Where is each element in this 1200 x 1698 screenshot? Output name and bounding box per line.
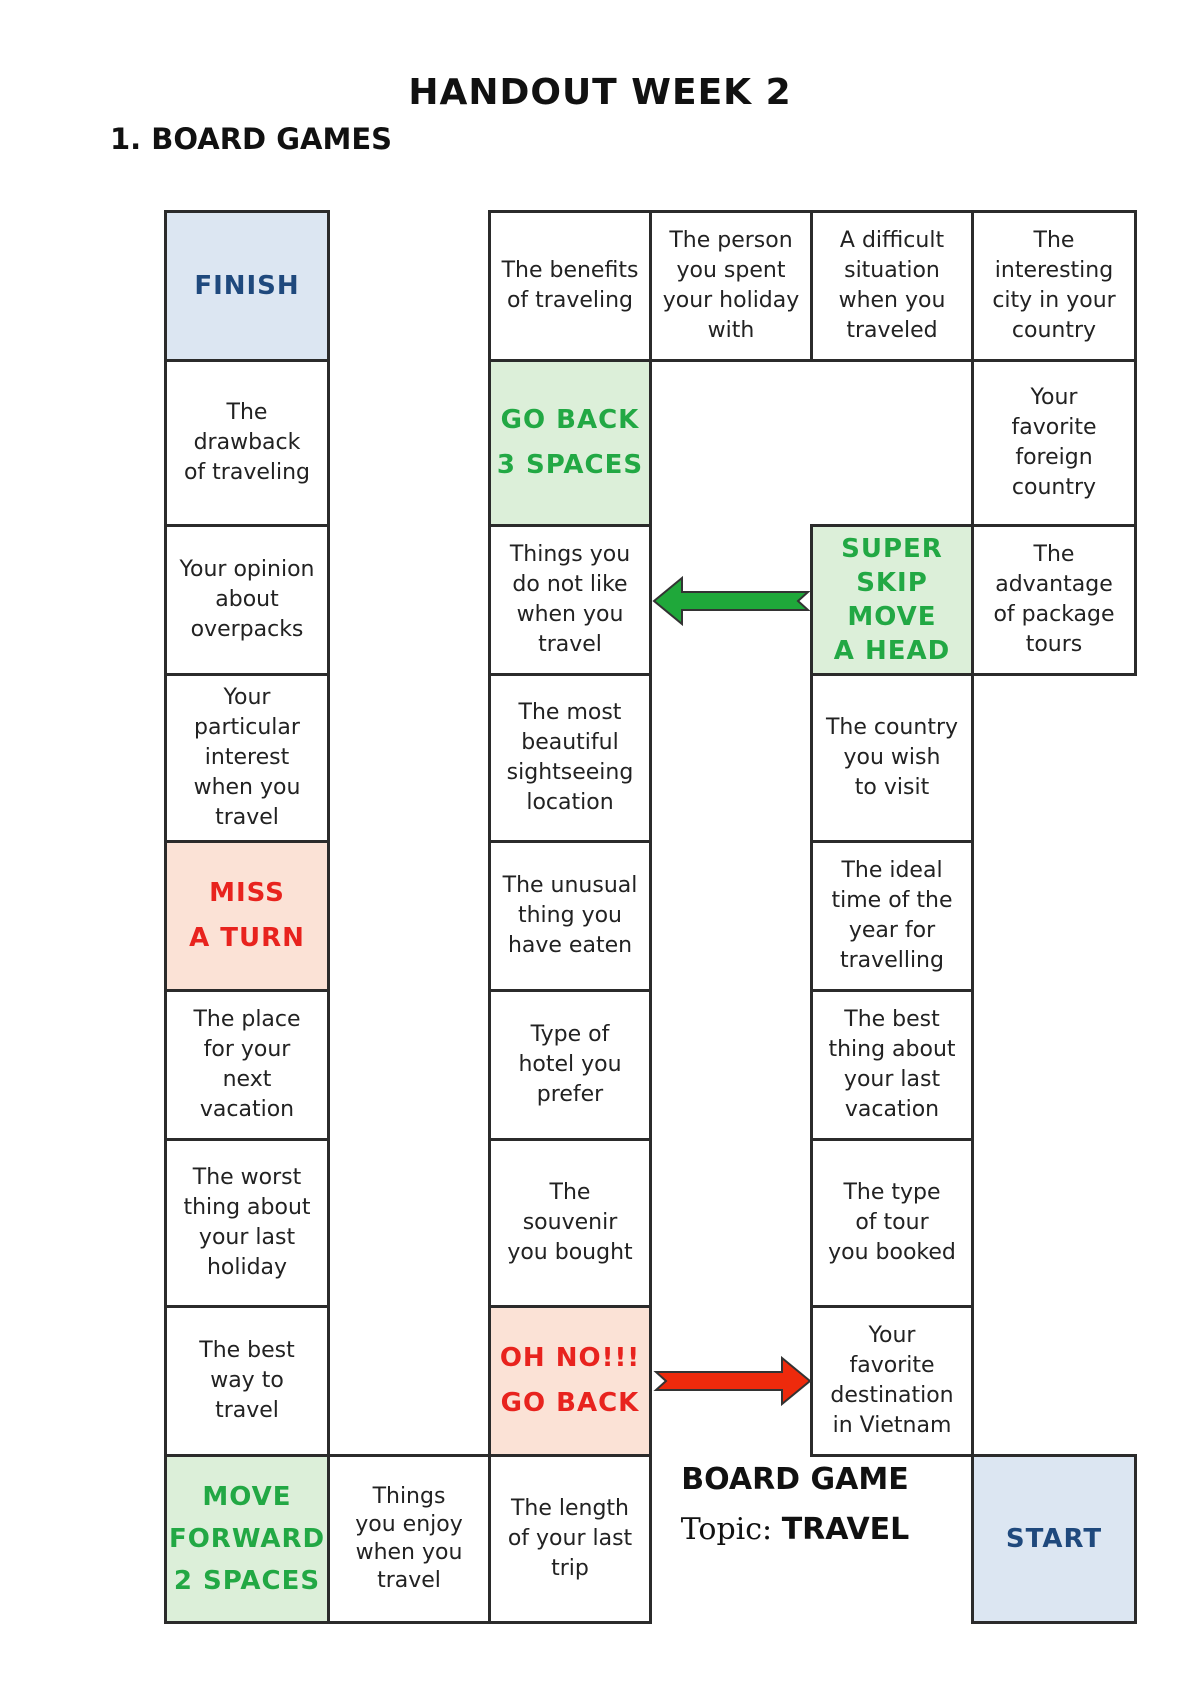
cell-sightseeing: The most beautiful sightseeing location — [488, 673, 652, 843]
cell-go-back-3: GO BACK 3 SPACES — [488, 359, 652, 527]
cell-super-skip: SUPER SKIP MOVE A HEAD — [810, 524, 974, 676]
cell-finish: FINISH — [164, 210, 330, 362]
cell-unusual: The unusual thing you have eaten — [488, 840, 652, 992]
cell-drawback: The drawback of traveling — [164, 359, 330, 527]
topic-value: TRAVEL — [781, 1512, 910, 1547]
cell-hotel: Type of hotel you prefer — [488, 989, 652, 1141]
cell-foreign: Your favorite foreign country — [971, 359, 1137, 527]
cell-city: The interesting city in your country — [971, 210, 1137, 362]
green-arrow-left — [652, 576, 811, 626]
cell-tour-type: The type of tour you booked — [810, 1138, 974, 1308]
cell-miss-turn: MISS A TURN — [164, 840, 330, 992]
cell-oh-no: OH NO!!! GO BACK — [488, 1305, 652, 1457]
cell-worst-holiday: The worst thing about your last holiday — [164, 1138, 330, 1308]
cell-best-thing: The best thing about your last vacation — [810, 989, 974, 1141]
cell-package: The advantage of package tours — [971, 524, 1137, 676]
cell-length: The length of your last trip — [488, 1454, 652, 1624]
section-heading: 1. BOARD GAMES — [110, 122, 393, 156]
cell-vietnam: Your favorite destination in Vietnam — [810, 1305, 974, 1457]
cell-interest: Your particular interest when you travel — [164, 673, 330, 843]
cell-person: The person you spent your holiday with — [649, 210, 813, 362]
cell-souvenir: The souvenir you bought — [488, 1138, 652, 1308]
cell-opinion: Your opinion about overpacks — [164, 524, 330, 676]
board-game-label: BOARD GAME — [681, 1462, 909, 1497]
cell-benefits: The benefits of traveling — [488, 210, 652, 362]
cell-dislike: Things you do not like when you travel — [488, 524, 652, 676]
cell-difficult: A difficult situation when you traveled — [810, 210, 974, 362]
cell-next-vacation: The place for your next vacation — [164, 989, 330, 1141]
cell-ideal-time: The ideal time of the year for travellin… — [810, 840, 974, 992]
red-arrow-right — [653, 1356, 812, 1406]
cell-start: START — [971, 1454, 1137, 1624]
cell-enjoy: Things you enjoy when you travel — [327, 1454, 491, 1624]
topic-prefix: Topic: — [680, 1512, 773, 1547]
cell-move-forward: MOVE FORWARD 2 SPACES — [164, 1454, 330, 1624]
cell-wish: The country you wish to visit — [810, 673, 974, 843]
cell-best-way: The best way to travel — [164, 1305, 330, 1457]
topic-line: Topic: TRAVEL — [640, 1512, 950, 1547]
handout-title: HANDOUT WEEK 2 — [408, 72, 792, 113]
